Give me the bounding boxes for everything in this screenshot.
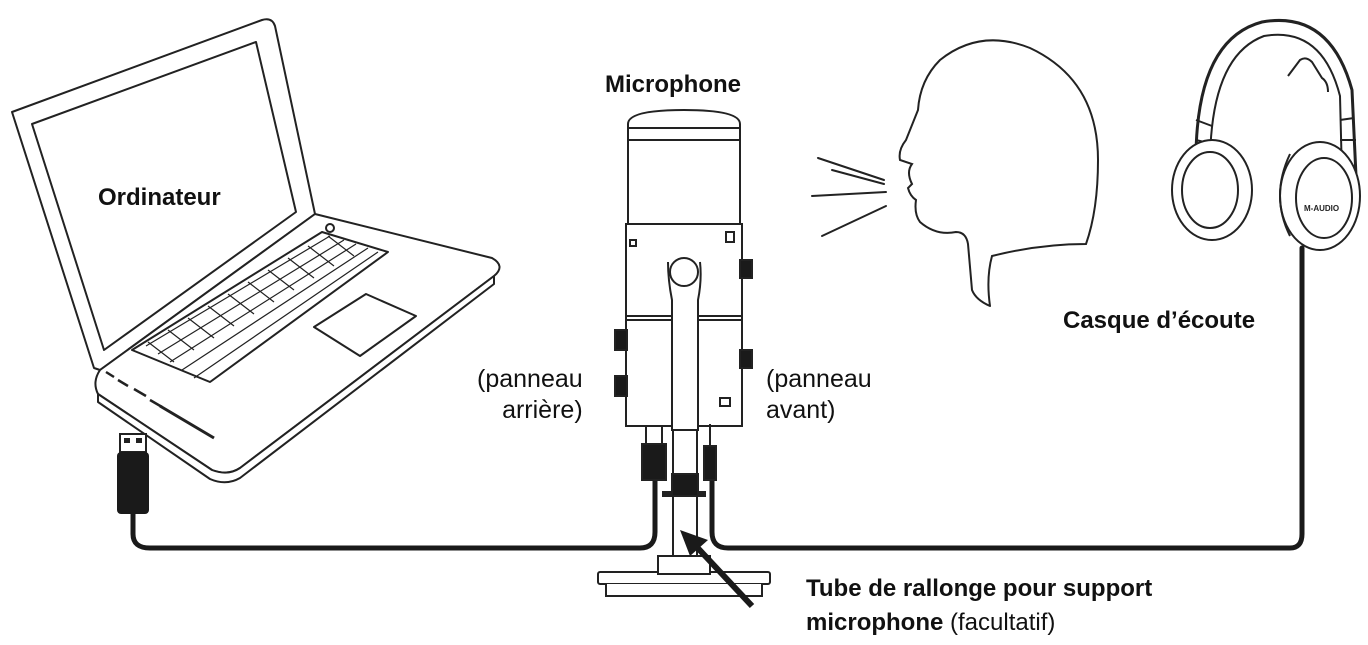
cables xyxy=(130,245,1305,551)
label-extension-tube-mic: microphone xyxy=(806,609,944,637)
keyboard-keys xyxy=(145,235,379,379)
label-front-panel-line2: avant) xyxy=(766,395,836,424)
label-extension-tube: Tube de rallonge pour support microphone… xyxy=(806,572,1152,640)
headphones-brand: M-AUDIO xyxy=(1304,204,1339,213)
microphone-stand xyxy=(597,419,771,597)
label-rear-panel-line2: arrière) xyxy=(502,395,583,424)
label-rear-panel: (panneau arrière) xyxy=(477,364,583,425)
headphones-illustration: M-AUDIO xyxy=(1171,19,1361,251)
label-front-panel-line1: (panneau xyxy=(766,365,872,393)
microphone-body xyxy=(614,108,753,481)
label-extension-tube-line1: Tube de rallonge pour support xyxy=(806,575,1153,602)
label-front-panel: (panneau avant) xyxy=(766,364,872,425)
label-microphone: Microphone xyxy=(605,71,741,98)
label-headphones: Casque d’écoute xyxy=(1063,307,1256,334)
usb-plug xyxy=(117,433,149,514)
extension-tube-arrow xyxy=(680,530,755,609)
label-extension-tube-line2: microphone (facultatif) xyxy=(806,606,1152,640)
label-extension-tube-optional: (facultatif) xyxy=(943,609,1056,637)
label-computer: Ordinateur xyxy=(98,184,221,211)
speaking-head xyxy=(811,39,1100,307)
label-rear-panel-line1: (panneau xyxy=(477,365,583,393)
laptop-illustration xyxy=(11,18,501,484)
